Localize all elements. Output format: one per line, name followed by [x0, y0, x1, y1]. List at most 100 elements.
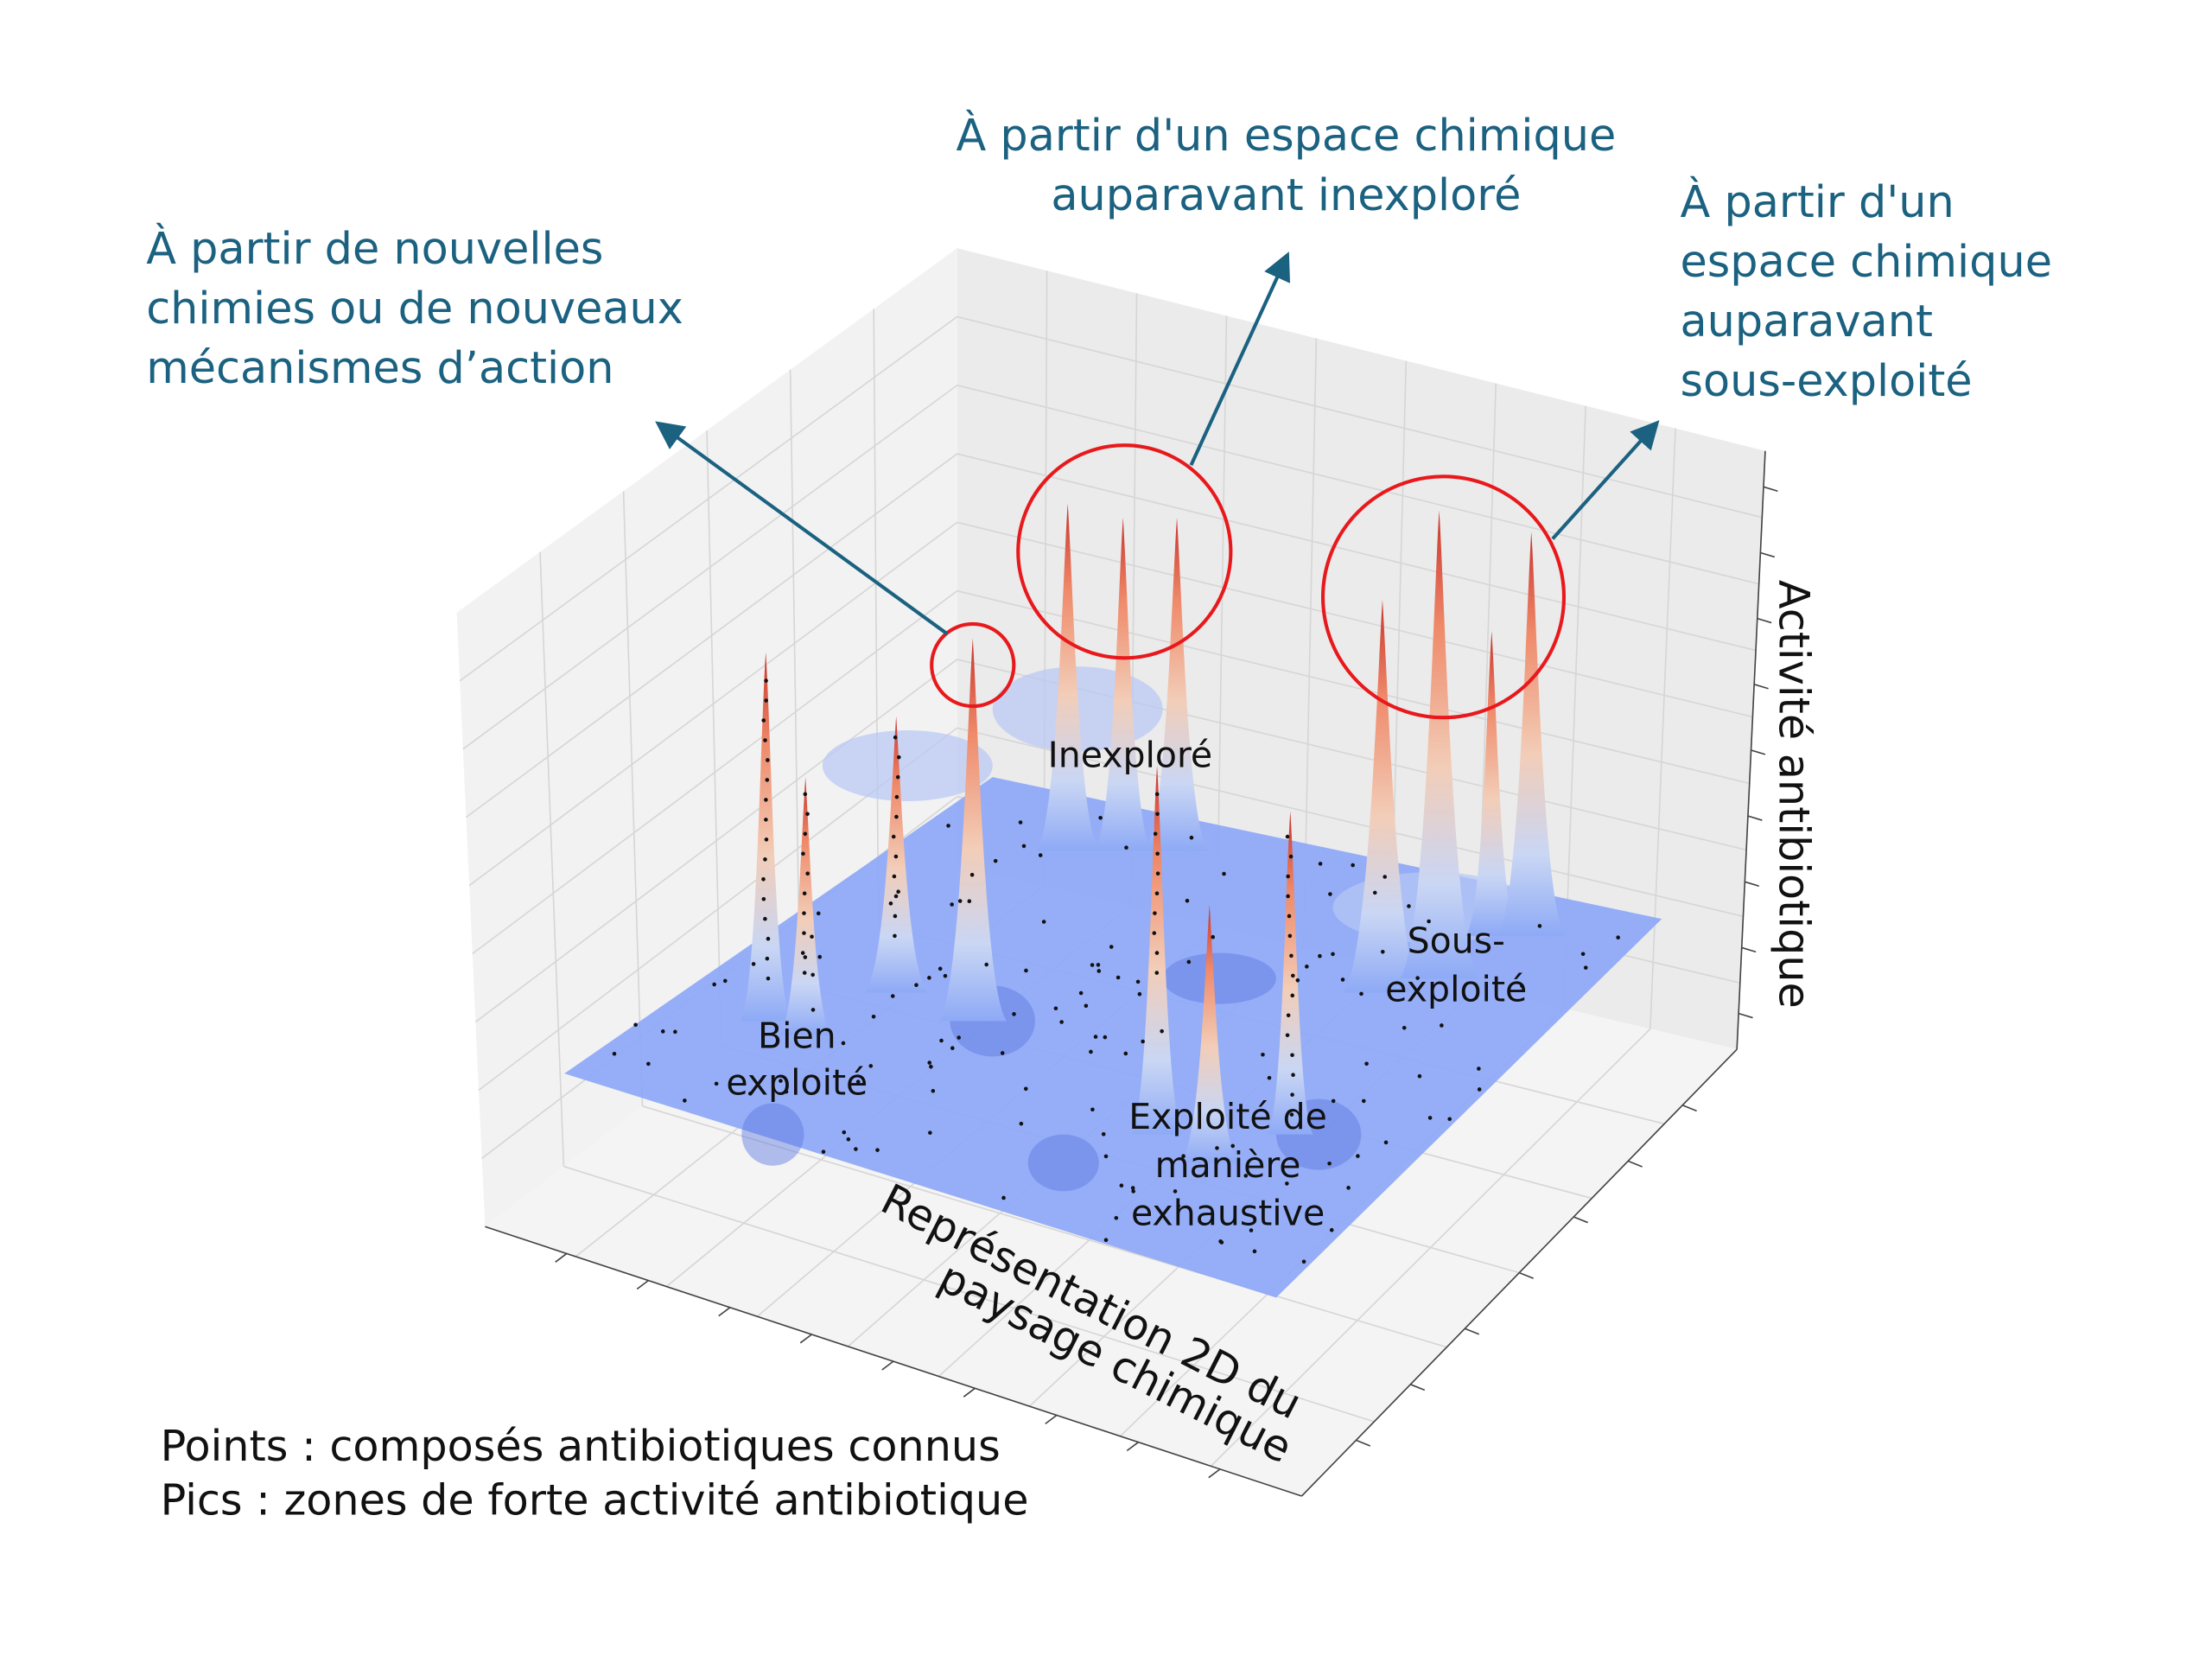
axis-tick	[636, 1279, 649, 1290]
compound-point	[855, 1079, 861, 1084]
region-labels: Inexploré Sous- exploité Bien exploité E…	[726, 735, 1527, 1234]
compound-point	[1098, 815, 1103, 820]
axis-tick	[1751, 749, 1766, 755]
axis-tick	[718, 1307, 731, 1317]
compound-point	[1285, 834, 1290, 839]
compound-point	[1116, 975, 1121, 980]
compound-point	[802, 891, 807, 895]
annotation-left: À partir de nouvelles chimies ou de nouv…	[146, 222, 683, 393]
compound-point	[810, 1008, 816, 1012]
compound-point	[1155, 812, 1160, 817]
compound-point	[763, 738, 767, 742]
grid-line	[957, 384, 1759, 585]
compound-point	[766, 936, 771, 941]
compound-point	[875, 1148, 880, 1152]
compound-point	[761, 896, 766, 901]
compound-point	[761, 718, 766, 723]
annotation-right-line: sous-exploité	[1681, 355, 1973, 406]
activity-peak	[740, 652, 791, 1022]
activity-peak	[1145, 517, 1209, 851]
axis-tick	[1045, 1414, 1058, 1425]
annotation-center-line: auparavant inexploré	[1051, 169, 1521, 220]
compound-point	[943, 973, 948, 978]
compound-point	[612, 1051, 617, 1056]
compound-point	[1351, 863, 1355, 868]
compound-point	[846, 1137, 851, 1142]
compound-point	[764, 698, 768, 703]
compound-point	[950, 1046, 955, 1051]
compound-point	[1359, 991, 1363, 997]
compound-point	[817, 954, 823, 959]
compound-point	[764, 798, 768, 802]
compound-point	[1154, 891, 1160, 895]
compound-point	[802, 931, 806, 935]
compound-point	[763, 916, 767, 921]
compound-point	[1346, 1186, 1351, 1190]
surface-dip	[1162, 952, 1276, 1004]
compound-point	[1291, 973, 1295, 978]
compound-point	[891, 834, 896, 839]
compound-point	[803, 792, 808, 797]
annotation-right-line: espace chimique	[1681, 236, 2052, 287]
compound-point	[765, 956, 770, 961]
compound-point	[761, 876, 766, 882]
grid-line	[1043, 271, 1048, 886]
grid-line	[957, 453, 1757, 652]
annotation-left-line: chimies ou de nouveaux	[146, 283, 683, 334]
compound-point	[810, 972, 815, 977]
compound-point	[1001, 1195, 1006, 1200]
compound-point	[805, 812, 810, 817]
axis-tick	[1681, 1105, 1697, 1112]
compound-point	[1580, 952, 1586, 957]
grid-line	[957, 315, 1763, 519]
compound-point	[1018, 820, 1023, 825]
compound-point	[894, 794, 899, 799]
compound-point	[1285, 1181, 1289, 1186]
annotation-arrows	[655, 252, 1660, 636]
compound-point	[1301, 1259, 1306, 1264]
activity-peak	[1465, 631, 1517, 936]
compound-point	[969, 872, 975, 877]
compound-point	[1286, 874, 1290, 879]
axis-tick	[1760, 551, 1776, 558]
compound-point	[1290, 993, 1295, 998]
compound-point	[1093, 1035, 1098, 1039]
grid-line	[563, 1165, 1375, 1423]
compound-point	[1252, 1249, 1257, 1254]
compound-point	[821, 1149, 826, 1154]
compound-point	[1340, 977, 1345, 982]
activity-peak	[938, 638, 1007, 1022]
axis-tick	[1747, 815, 1763, 821]
activity-peak	[1131, 766, 1183, 1135]
compound-point	[893, 854, 899, 859]
compound-point	[1078, 990, 1084, 996]
compound-point	[1243, 1174, 1249, 1178]
compound-point	[894, 814, 899, 819]
compound-point	[1267, 1075, 1272, 1080]
compound-point	[764, 837, 769, 842]
compound-point	[722, 978, 728, 984]
compound-point	[810, 934, 814, 939]
compound-point	[1329, 1227, 1334, 1232]
compound-point	[1427, 919, 1431, 924]
compound-point	[801, 851, 805, 856]
compound-point	[1287, 933, 1293, 939]
compound-point	[1305, 965, 1309, 969]
grid-line	[789, 369, 801, 986]
compound-point	[896, 755, 901, 760]
compound-point	[673, 1029, 677, 1035]
region-exhaustive: Exploité de	[1128, 1096, 1327, 1137]
compound-point	[939, 1038, 944, 1043]
compound-point	[1289, 953, 1294, 958]
compound-point	[1155, 871, 1160, 876]
compound-point	[1328, 892, 1332, 896]
compound-point	[1173, 1189, 1178, 1194]
compound-point	[763, 857, 767, 862]
activity-peak	[1268, 811, 1313, 1135]
region-underexploited: exploité	[1385, 968, 1527, 1009]
compound-point	[928, 1130, 932, 1135]
grid-line	[1216, 315, 1228, 927]
annotation-left-line: À partir de nouvelles	[146, 222, 603, 274]
compound-point	[1417, 1073, 1422, 1079]
compound-point	[938, 966, 943, 971]
